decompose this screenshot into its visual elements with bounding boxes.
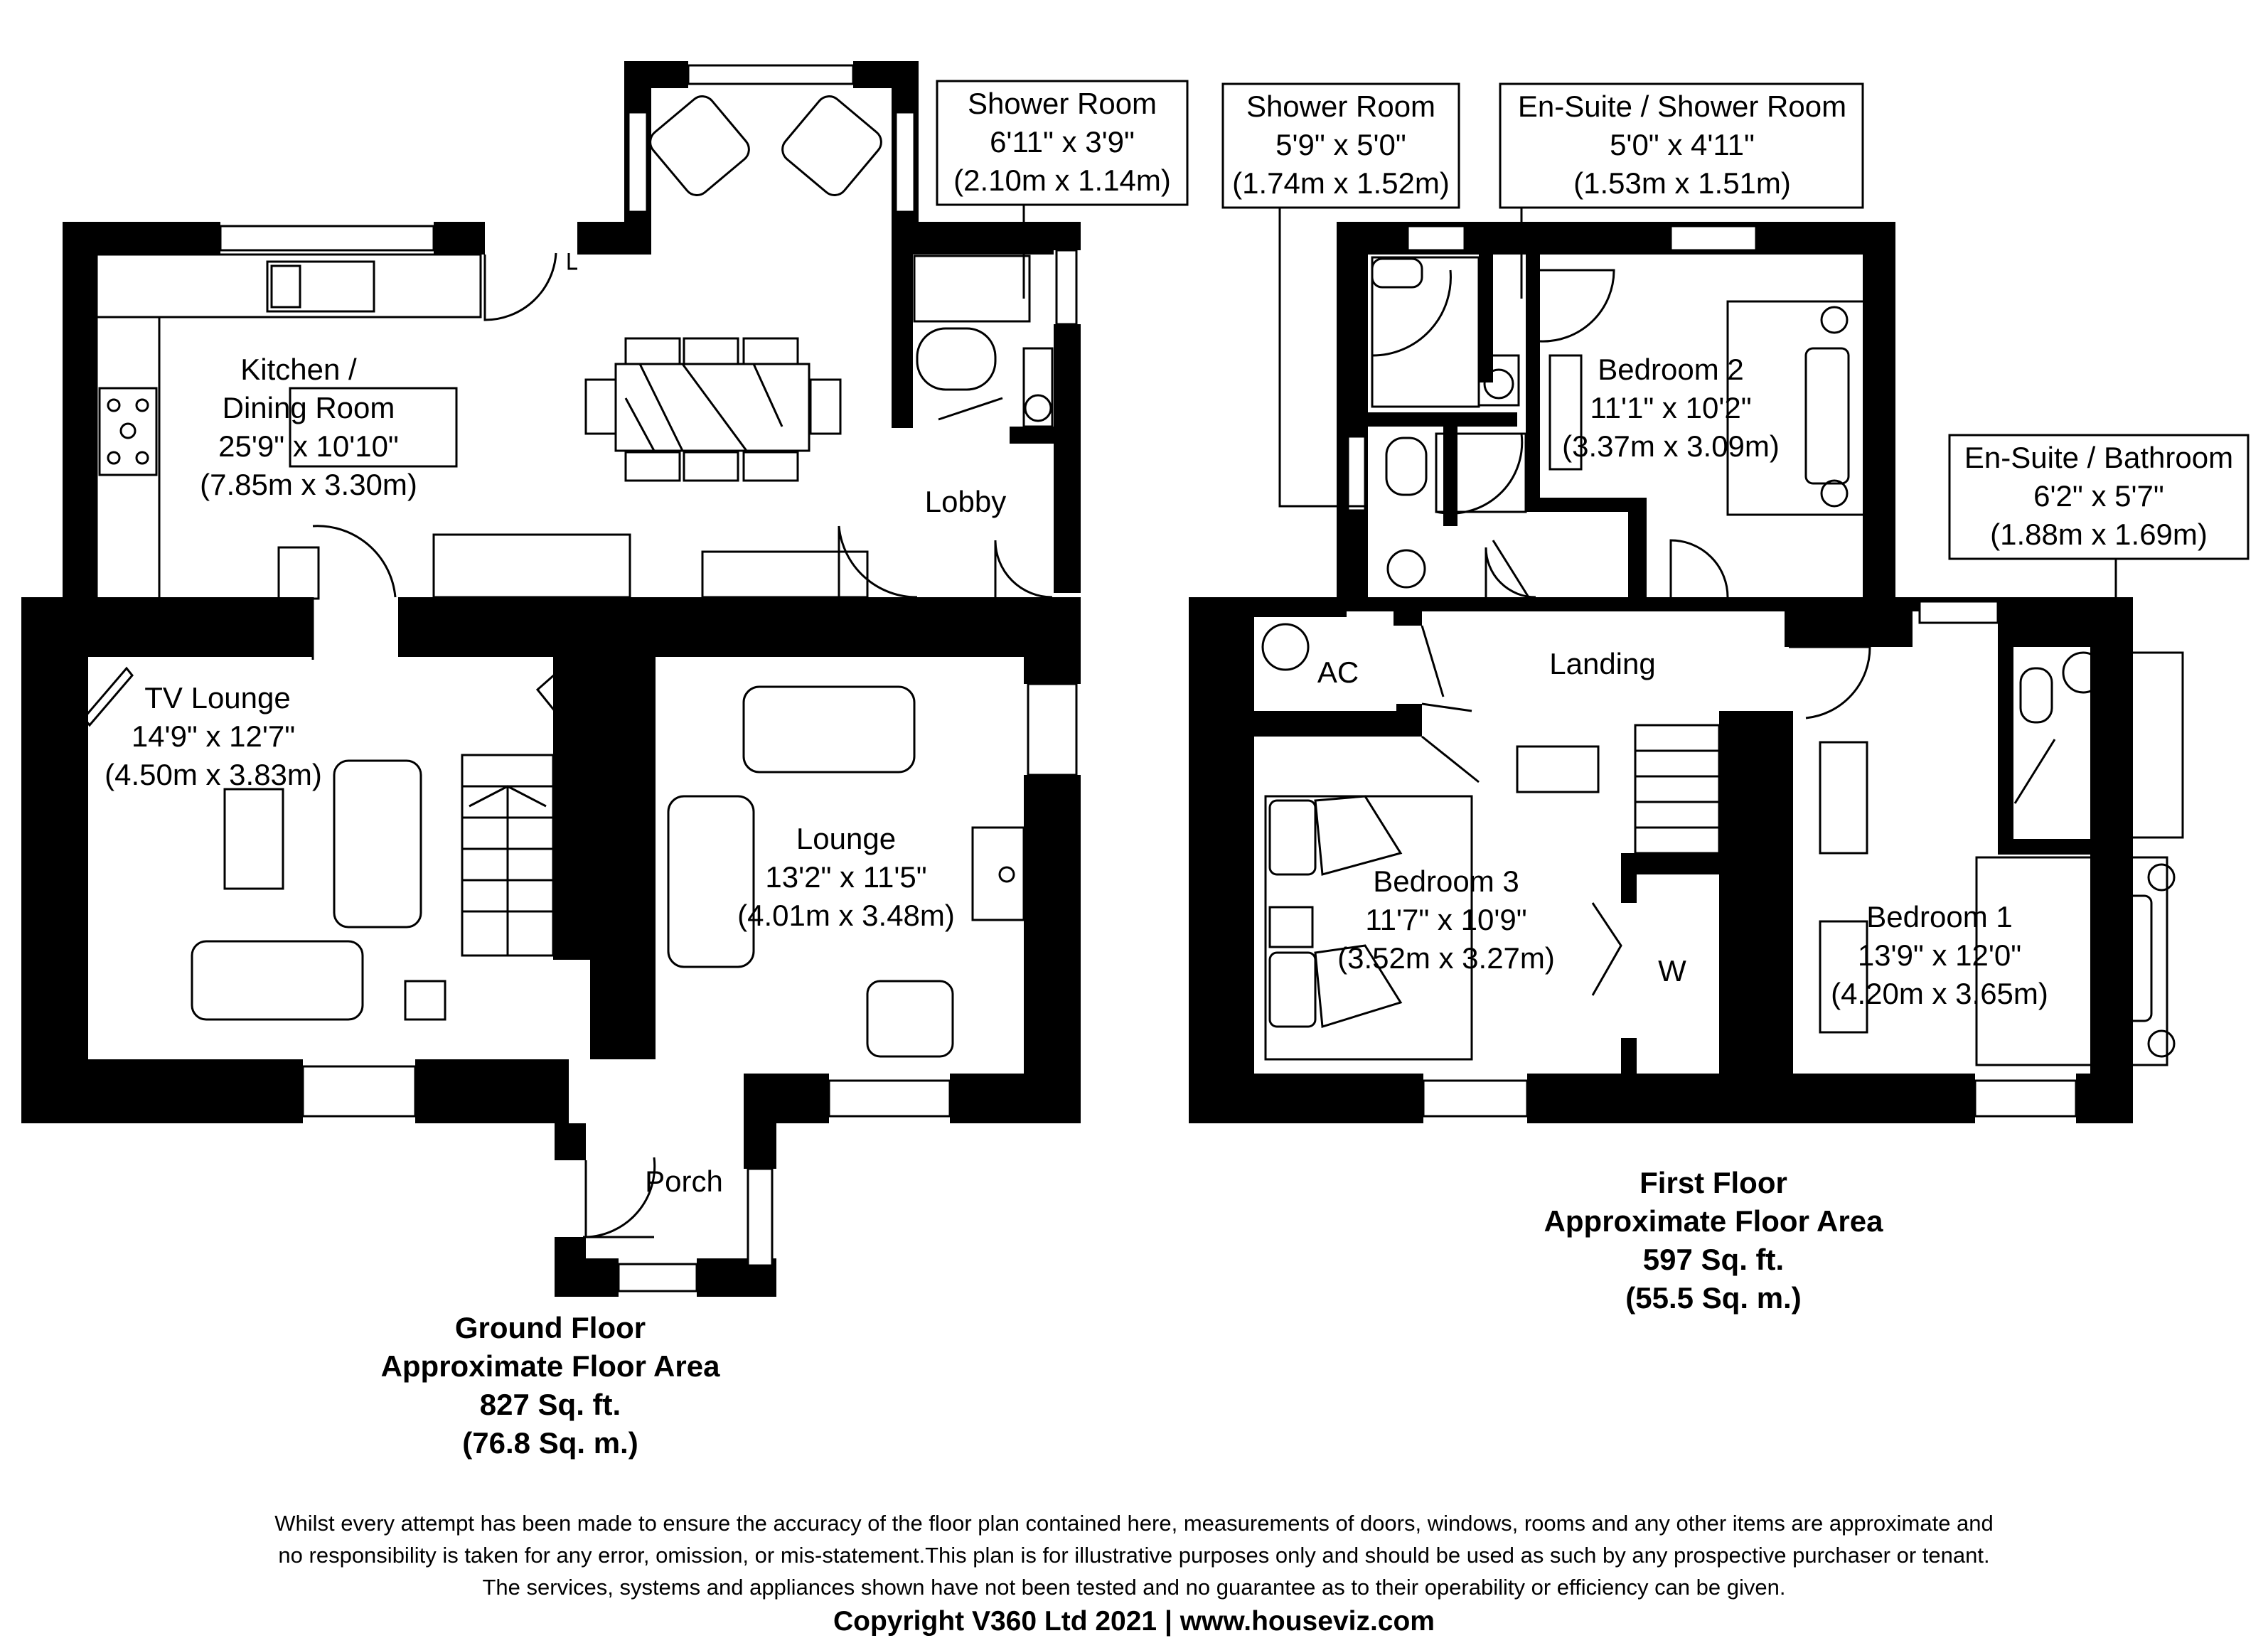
ff-callout1-metric: (1.74m x 1.52m) [1232,166,1450,200]
first-floor-walls [1189,222,2133,1123]
wardrobe-name: W [1658,954,1686,988]
ground-floor-labels: Kitchen / Dining Room 25'9" x 10'10" (7.… [105,87,1171,1460]
ff-area-sqft: 597 Sq. ft. [1643,1243,1784,1276]
bedroom1-metric: (4.20m x 3.65m) [1831,977,2048,1010]
ff-callout3-metric: (1.88m x 1.69m) [1990,518,2208,551]
bedroom3-name: Bedroom 3 [1373,865,1519,898]
lounge-imperial: 13'2" x 11'5" [765,860,926,894]
ff-callout1-imperial: 5'9" x 5'0" [1275,128,1406,161]
tv-lounge-imperial: 14'9" x 12'7" [132,719,295,753]
ff-area-title: First Floor [1640,1166,1787,1199]
ground-floor-windows [219,64,1078,1293]
kitchen-name: Kitchen / [240,353,357,386]
lounge-name: Lounge [796,822,896,855]
ff-callout2-metric: (1.53m x 1.51m) [1573,166,1791,200]
gf-area-title: Ground Floor [455,1311,646,1344]
ff-callout1-name: Shower Room [1246,90,1435,123]
ff-area-sqm: (55.5 Sq. m.) [1625,1281,1801,1315]
copyright: Copyright V360 Ltd 2021 | www.houseviz.c… [833,1606,1435,1637]
disclaimer-line-1: Whilst every attempt has been made to en… [274,1511,1994,1536]
disclaimer: Whilst every attempt has been made to en… [0,1507,2268,1640]
first-floor-windows [1347,225,2077,1118]
kitchen-metric: (7.85m x 3.30m) [200,468,417,501]
bedroom3-imperial: 11'7" x 10'9" [1365,903,1526,936]
lounge-fixtures [667,685,1025,1058]
gf-callout-imperial: 6'11" x 3'9" [990,125,1135,159]
gf-area-sqm: (76.8 Sq. m.) [462,1426,638,1460]
ff-callout3-name: En-Suite / Bathroom [1964,441,2233,474]
gf-area-sqft: 827 Sq. ft. [480,1388,621,1421]
lounge-metric: (4.01m x 3.48m) [737,899,955,932]
first-floor-labels: Bedroom 2 11'1" x 10'2" (3.37m x 3.09m) … [1232,90,2233,1315]
disclaimer-line-3: The services, systems and appliances sho… [482,1575,1786,1600]
ff-callout2-name: En-Suite / Shower Room [1518,90,1846,123]
bedroom1-name: Bedroom 1 [1866,900,2012,933]
kitchen-fixtures [95,95,1054,600]
porch-name: Porch [645,1165,723,1198]
landing-name: Landing [1549,647,1655,680]
ff-callout3-imperial: 6'2" x 5'7" [2033,479,2164,513]
gf-area-subtitle: Approximate Floor Area [381,1349,721,1383]
ff-callout2-imperial: 5'0" x 4'11" [1610,128,1755,161]
ff-area-subtitle: Approximate Floor Area [1544,1204,1884,1238]
kitchen-imperial: 25'9" x 10'10" [218,429,399,463]
ground-floor-doors [311,252,1053,1238]
bedroom1-imperial: 13'9" x 12'0" [1858,938,2021,972]
bedroom2-metric: (3.37m x 3.09m) [1562,429,1780,463]
tv-lounge-metric: (4.50m x 3.83m) [105,758,322,791]
first-floor-fixtures [1261,256,2184,1066]
disclaimer-line-2: no responsibility is taken for any error… [278,1543,1990,1568]
tv-lounge-fixtures [82,666,555,1021]
gf-callout-name: Shower Room [968,87,1157,120]
bedroom2-name: Bedroom 2 [1598,353,1743,386]
cupboard-name: C [575,692,597,726]
gf-callout-metric: (2.10m x 1.14m) [953,164,1171,197]
kitchen-name2: Dining Room [223,391,395,424]
ac-name: AC [1317,655,1359,689]
tv-lounge-name: TV Lounge [144,681,291,715]
callout-boxes [936,80,2250,560]
callout-leaders [1022,205,2117,604]
bedroom3-metric: (3.52m x 3.27m) [1337,941,1555,975]
bedroom2-imperial: 11'1" x 10'2" [1590,391,1751,424]
lobby-name: Lobby [925,485,1006,518]
